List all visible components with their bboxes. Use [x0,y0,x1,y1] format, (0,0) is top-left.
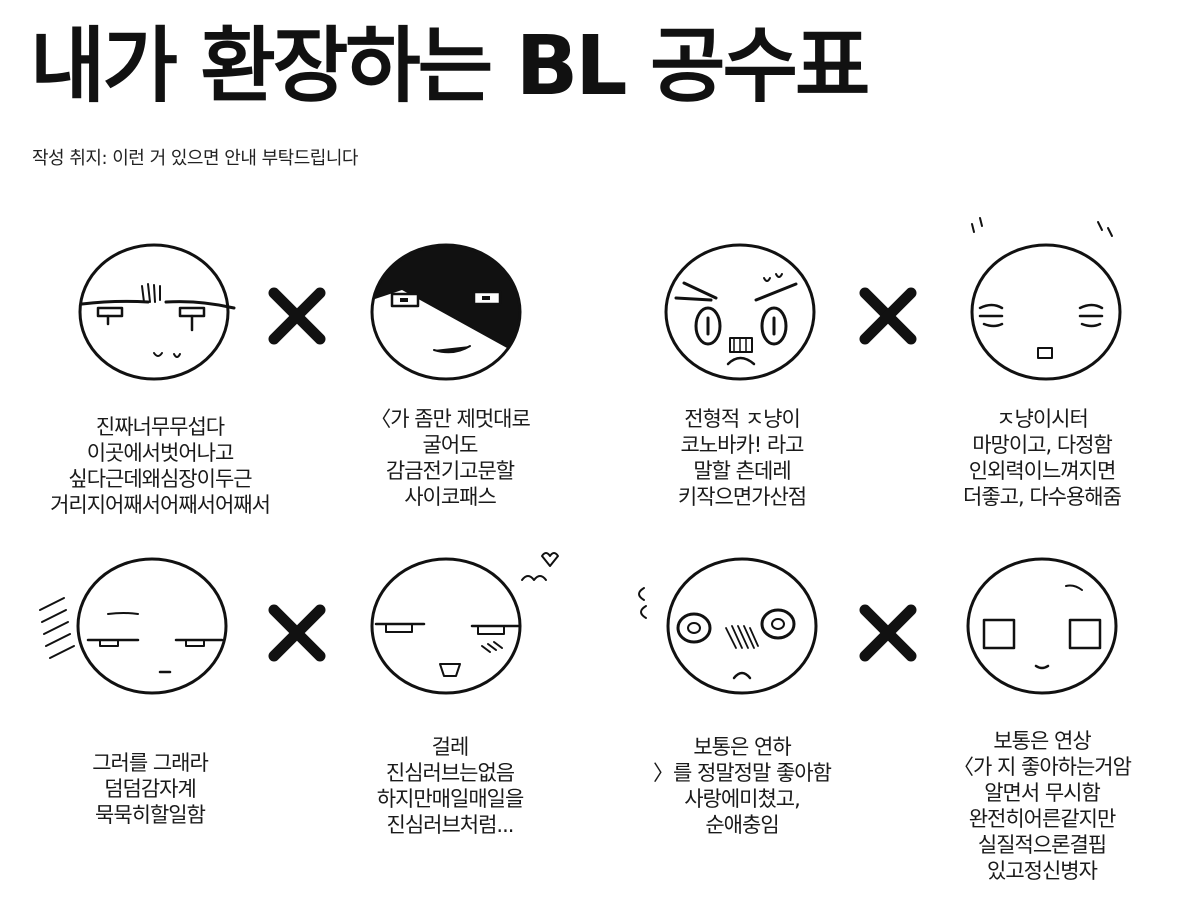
stern-sweating-face-icon [78,243,236,381]
caption-line: 덤덤감자계 [104,777,197,801]
caption-line: 거리지어째서어째서어째서 [50,493,271,517]
caption-line: 더좋고, 다수용해줌 [963,485,1122,509]
caption-line: 키작으면가산점 [677,485,807,509]
cross-icon [859,287,917,345]
caption-line: 진심러브는없음 [385,761,515,785]
caption-line: 그러를 그래라 [92,751,209,775]
caption-line: ㅈ냥이시터 [996,407,1089,431]
caption-line: 전형적 ㅈ냥이 [684,407,801,431]
cross-icon [859,604,917,662]
caption-pair2-left: 전형적 ㅈ냥이 코노바카! 라고 말할 츤데레 키작으면가산점 [622,406,862,510]
caption-line: 인외력이느껴지면 [968,459,1117,483]
caption-line: 순애충임 [705,813,779,837]
caption-pair1-right: 〈가 좀만 제멋대로 굴어도 감금전기고문할 사이코패스 [330,406,570,510]
caption-line: 〈가 지 좋아하는거암 [953,755,1132,779]
caption-line: 말할 츤데레 [693,459,791,483]
caption-line: 진짜너무무섭다 [95,415,225,439]
caption-pair3-left: 그러를 그래라 덤덤감자계 묵묵히할일함 [30,750,270,828]
caption-line: 있고정신병자 [987,859,1098,883]
caption-line: 보통은 연하 [693,735,791,759]
caption-line: 이곳에서벗어나고 [86,441,235,465]
cross-icon [268,287,326,345]
caption-line: 감금전기고문할 [385,459,515,483]
page-subtitle: 작성 취지: 이런 거 있으면 안내 부탁드립니다 [32,148,358,169]
caption-line: 사랑에미쳤고, [684,787,801,811]
caption-line: 싶다근데왜심장이두근 [68,467,252,491]
caption-line: 보통은 연상 [993,729,1091,753]
flirty-blushing-face-icon [370,552,559,695]
page-title: 내가 환장하는 BL 공수표 [30,19,870,114]
deadpan-face-icon [39,557,228,695]
calm-blank-face-icon [966,557,1118,695]
caption-line: 진심러브처럼... [386,813,515,837]
cross-icon [268,604,326,662]
caption-line: 굴어도 [422,433,479,457]
caption-line: 〈가 좀만 제멋대로 [370,407,531,431]
caption-line: 실질적으론결핍 [977,833,1107,857]
caption-line: 〉를 정말정말 좋아함 [653,761,832,785]
caption-line: 코노바카! 라고 [680,433,804,457]
serene-smiling-face-icon [970,217,1122,381]
caption-line: 알면서 무시함 [984,781,1101,805]
caption-pair3-right: 걸레 진심러브는없음 하지만매일매일을 진심러브처럼... [330,734,570,838]
caption-line: 마망이고, 다정함 [972,433,1113,457]
caption-line: 묵묵히할일함 [95,803,206,827]
caption-line: 완전히어른같지만 [968,807,1117,831]
caption-pair1-left: 진짜너무무섭다 이곳에서벗어나고 싶다근데왜심장이두근 거리지어째서어째서어째서 [20,414,300,518]
caption-pair4-left: 보통은 연하 〉를 정말정말 좋아함 사랑에미쳤고, 순애충임 [622,734,862,838]
teary-blushing-face-icon [638,557,818,695]
caption-line: 하지만매일매일을 [376,787,525,811]
caption-line: 걸레 [431,735,470,759]
angry-shouting-face-icon [664,243,816,381]
shadowed-smirk-face-icon [370,243,522,381]
caption-pair4-right: 보통은 연상 〈가 지 좋아하는거암 알면서 무시함 완전히어른같지만 실질적으… [922,728,1162,884]
caption-pair2-right: ㅈ냥이시터 마망이고, 다정함 인외력이느껴지면 더좋고, 다수용해줌 [922,406,1162,510]
caption-line: 사이코패스 [404,485,497,509]
